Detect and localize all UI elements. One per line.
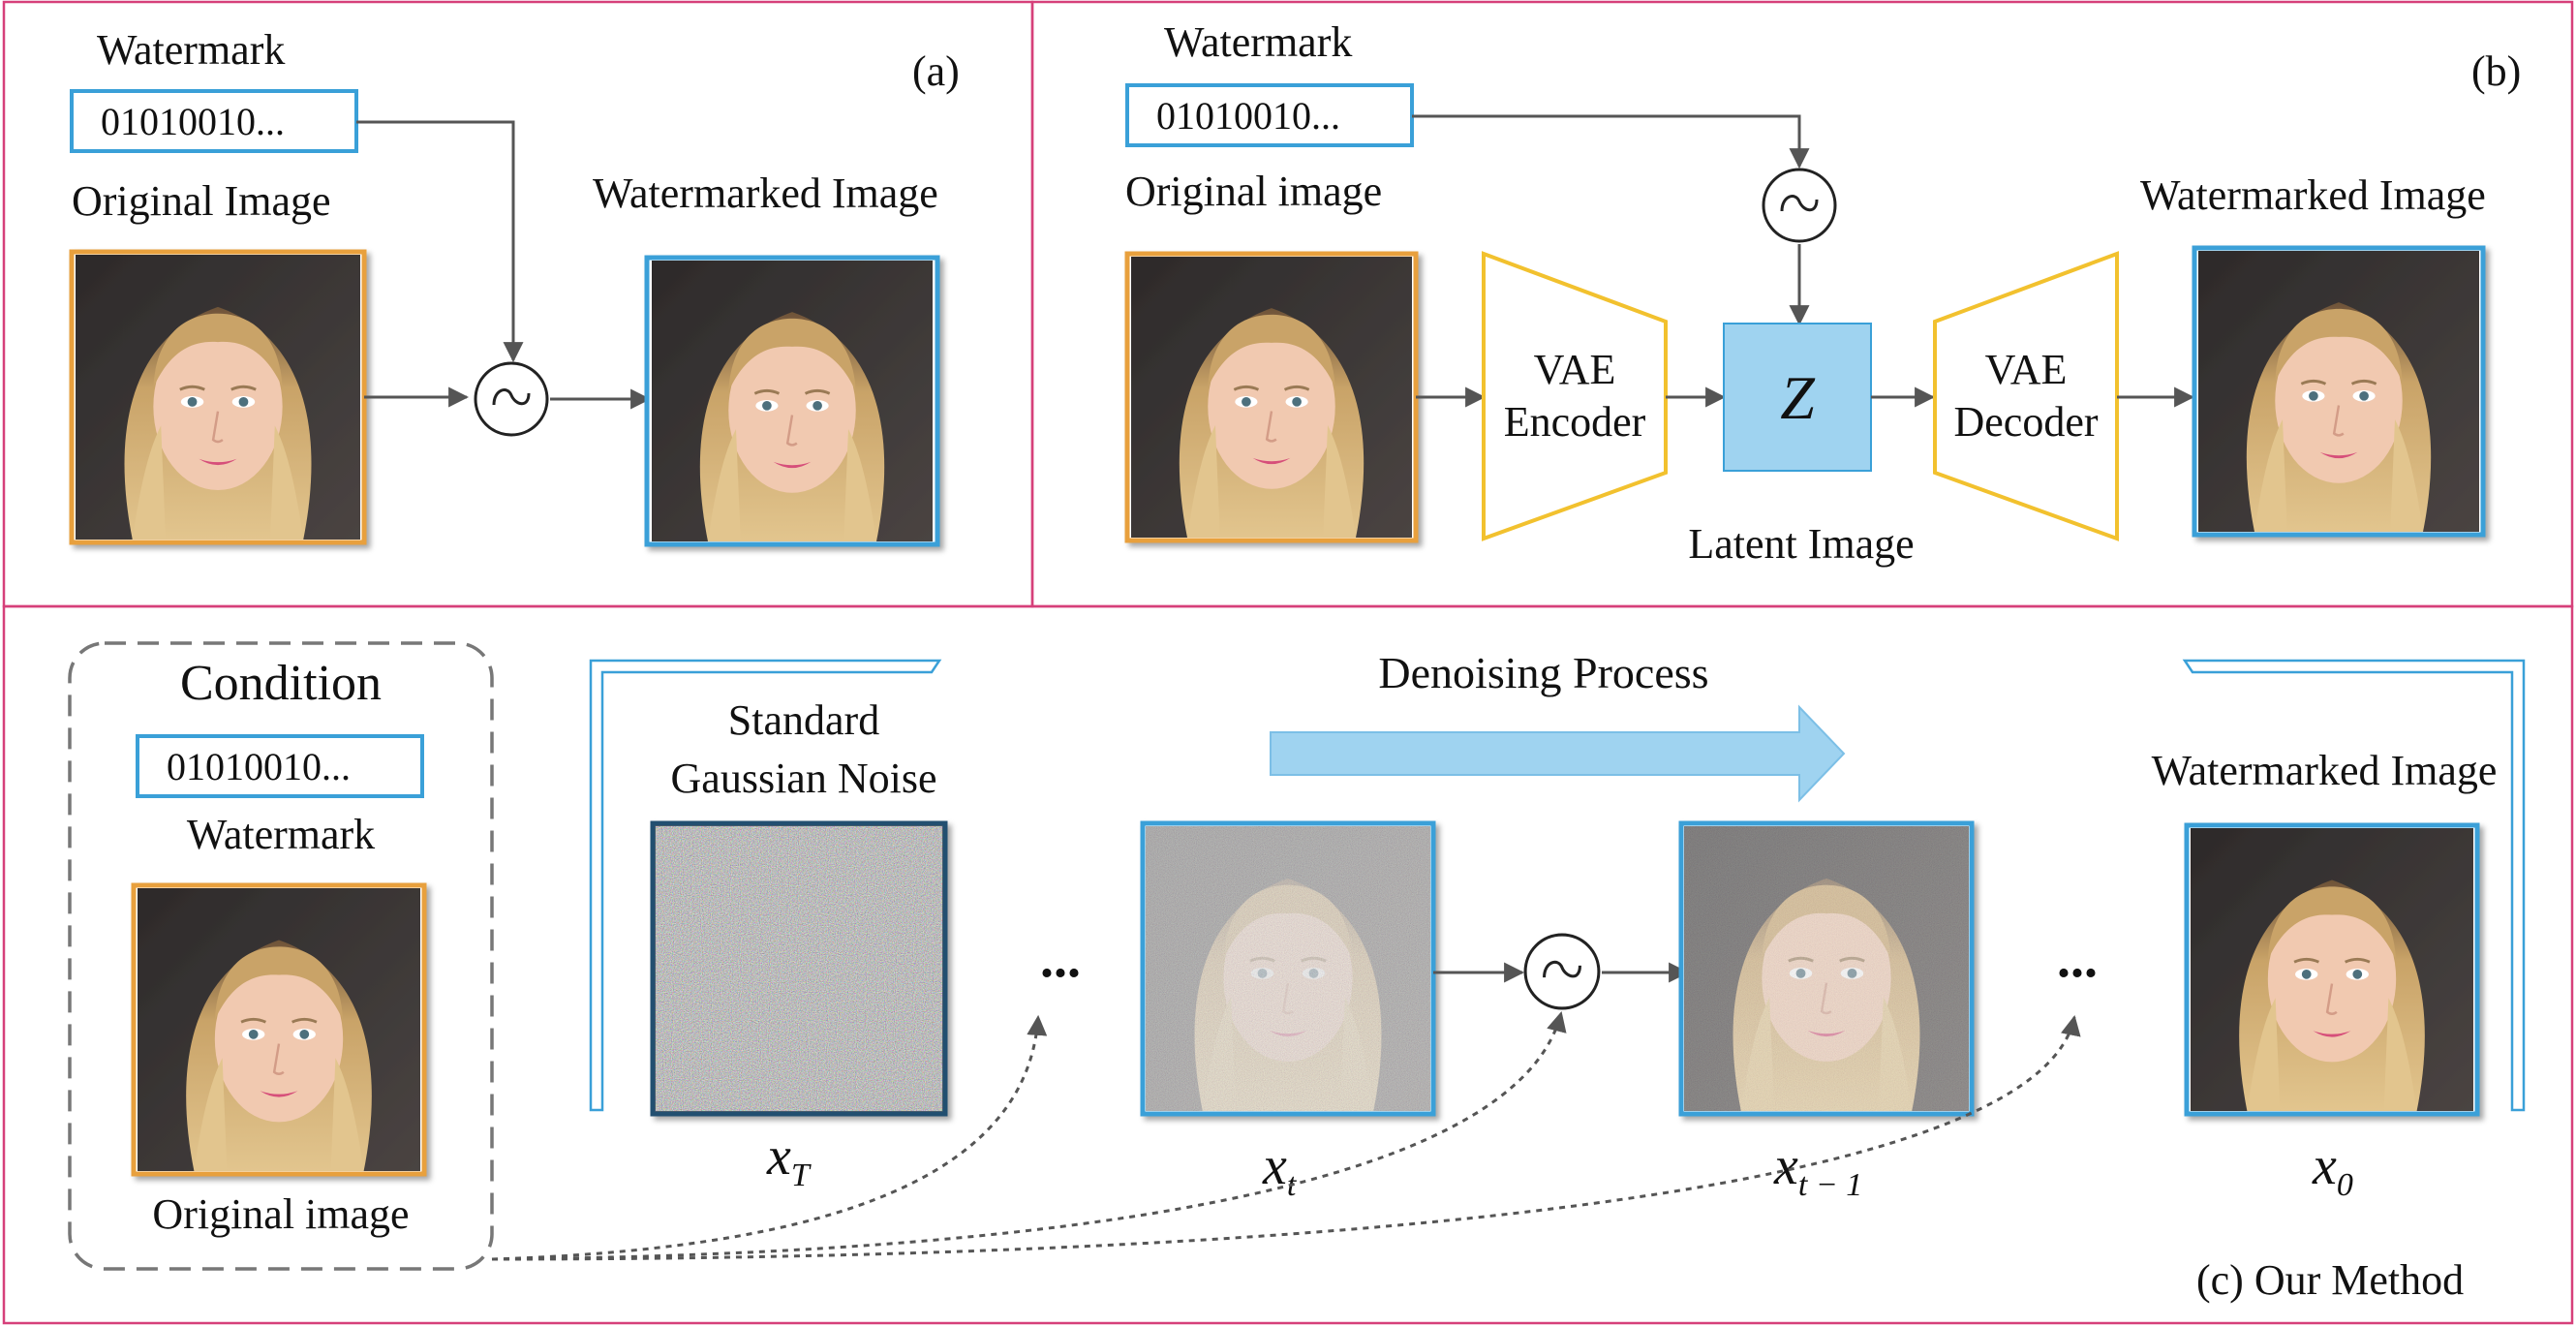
panel-a-watermark-title: Watermark: [97, 26, 285, 74]
panel-b-output-image: [2197, 251, 2480, 532]
condition-arrow-to-left-ellipsis: [491, 1014, 1048, 1261]
panel-c-mix-operator-icon: [1523, 933, 1601, 1010]
condition-box: [68, 641, 494, 1271]
panel-a-output-label: Watermarked Image: [593, 170, 938, 217]
x0-image: [2190, 828, 2474, 1111]
panel-b-watermark-box: [1125, 83, 1414, 147]
condition-watermark-bits: 01010010...: [167, 745, 351, 788]
panel-a-tag: (a): [912, 47, 960, 95]
panel-c: Condition 01010010... Watermark Original…: [68, 641, 2526, 1304]
panel-a-watermark-arrow: [356, 120, 524, 363]
left-bracket: [589, 659, 942, 1112]
panel-b-encoder-line1: VAE: [1534, 346, 1616, 393]
x0-sub: 0: [2337, 1167, 2353, 1203]
panel-b-original-label: Original image: [1125, 168, 1382, 215]
panel-b-latent-box: [1723, 323, 1872, 472]
panel-b-original-image: [1130, 257, 1413, 538]
panel-b-latent-label: Latent Image: [1688, 520, 1914, 568]
panel-b-decoder-line1: VAE: [1985, 346, 2068, 393]
panel-a-original-image: [75, 255, 361, 540]
panel-a: (a) Watermark 01010010... Original Image…: [69, 26, 960, 547]
xt1-label: xt − 1: [1773, 1136, 1862, 1203]
xt1-image-noise: [1684, 826, 1969, 1111]
noise-label-line1: Standard: [728, 696, 879, 744]
condition-title: Condition: [180, 656, 382, 711]
right-bracket: [2182, 659, 2526, 1112]
panel-b-vae-decoder: [1933, 251, 2119, 541]
ellipsis-right: ...: [2057, 929, 2098, 989]
panel-b-decoder-line2: Decoder: [1953, 398, 2098, 446]
panel-b-tag: (b): [2471, 47, 2521, 95]
ellipsis-left: ...: [1040, 929, 1081, 989]
panel-b-vae-encoder: [1482, 251, 1668, 541]
panel-b-watermark-bits: 01010010...: [1156, 94, 1340, 138]
x0-base: x: [2312, 1136, 2337, 1196]
panel-b-mix-operator-icon: [1762, 168, 1837, 243]
panel-b-watermark-title: Watermark: [1164, 18, 1352, 66]
xT-base: x: [766, 1126, 791, 1187]
noise-label-line2: Gaussian Noise: [671, 755, 937, 802]
noise-image: [656, 826, 942, 1111]
panel-c-caption: (c) Our Method: [2196, 1256, 2464, 1304]
panel-b-latent-symbol: Z: [1780, 363, 1816, 432]
panel-a-output-image: [650, 261, 935, 541]
condition-original-label: Original image: [152, 1190, 409, 1238]
condition-original-image: [137, 888, 421, 1171]
xt-label: xt: [1262, 1136, 1298, 1203]
panel-c-border: [2, 604, 2574, 1325]
panel-b-watermark-arrow: [1412, 114, 1810, 170]
process-arrow: [1270, 704, 1846, 803]
panel-c-output-label: Watermarked Image: [2152, 747, 2498, 794]
xT-sub: T: [791, 1157, 812, 1193]
xT-label: xT: [766, 1126, 812, 1193]
panel-b-output-label: Watermarked Image: [2140, 171, 2486, 219]
panel-a-watermark-bits: 01010010...: [101, 100, 285, 143]
x0-label: x0: [2312, 1136, 2353, 1203]
panel-b-encoder-line2: Encoder: [1504, 398, 1646, 446]
condition-watermark-title: Watermark: [187, 811, 375, 858]
condition-arrow-to-right-ellipsis: [491, 1014, 2081, 1261]
panel-a-watermark-box: [70, 89, 358, 153]
panel-a-original-label: Original Image: [72, 177, 331, 225]
condition-arrow-to-mix: [491, 1010, 1567, 1261]
xt-image-noise: [1146, 826, 1430, 1111]
xt1-sub: t − 1: [1798, 1167, 1862, 1203]
condition-watermark-box: [136, 734, 424, 798]
process-label: Denoising Process: [1378, 648, 1708, 697]
panel-a-mix-operator-icon: [474, 361, 549, 437]
xt1-base: x: [1773, 1136, 1798, 1196]
panel-b: (b) Watermark 01010010... Original image…: [1124, 18, 2521, 568]
